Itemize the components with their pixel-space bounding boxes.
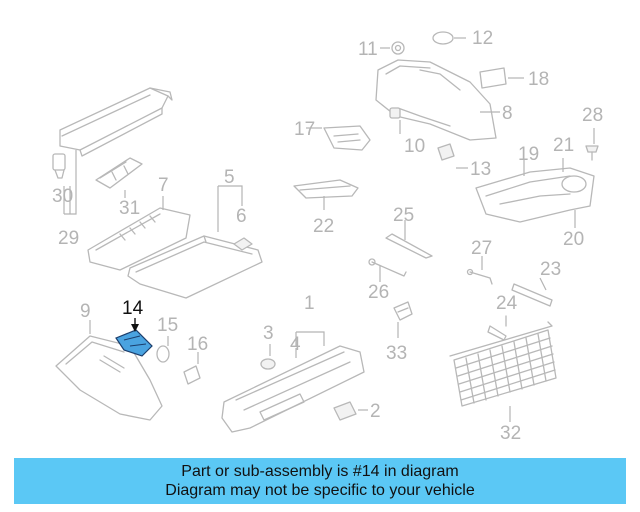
banner-background (14, 458, 626, 504)
callout-13: 13 (470, 159, 491, 180)
tray-clip (52, 153, 66, 179)
cargo-net-32 (449, 321, 557, 407)
grommet-15 (156, 345, 170, 363)
latch-33 (393, 301, 413, 321)
callout-10: 10 (404, 136, 425, 157)
callout-22: 22 (313, 216, 334, 237)
fastener-16 (183, 365, 201, 385)
jack-22 (293, 179, 359, 199)
tool-26 (368, 258, 407, 277)
screw-28 (585, 145, 599, 161)
callout-8: 8 (502, 103, 513, 124)
callout-2: 2 (370, 401, 381, 422)
callout-15: 15 (157, 315, 178, 336)
callout-32: 32 (500, 423, 521, 444)
tool-25 (385, 233, 433, 259)
trunk-lid-trim (475, 167, 595, 223)
callout-31: 31 (119, 198, 140, 219)
bumper-11 (391, 41, 405, 55)
callout-16: 16 (187, 334, 208, 355)
side-trim-panel (375, 59, 497, 141)
clip-10 (389, 107, 401, 119)
callout-27: 27 (471, 238, 492, 259)
callout-24: 24 (496, 293, 518, 314)
cover-plate-18 (479, 67, 507, 89)
callout-30: 30 (52, 186, 73, 207)
striker-2 (333, 401, 357, 421)
callout-23: 23 (540, 259, 561, 280)
callout-17: 17 (294, 119, 315, 140)
callout-9: 9 (80, 301, 91, 322)
callout-7: 7 (158, 175, 169, 196)
hook-27 (466, 268, 493, 285)
callout-18: 18 (528, 69, 549, 90)
callout-1: 1 (304, 293, 315, 314)
callout-12: 12 (472, 28, 493, 49)
banner-line-1: Part or sub-assembly is #14 in diagram (181, 463, 459, 480)
callout-28: 28 (582, 105, 603, 126)
trunk-floor-mat (127, 235, 263, 299)
bracket-31 (95, 157, 143, 189)
access-panel-17 (323, 125, 371, 151)
callout-29: 29 (58, 228, 79, 249)
left-side-panel-9 (55, 335, 163, 421)
clip-3 (260, 358, 276, 370)
callout-6: 6 (236, 206, 247, 227)
bracket-13 (437, 143, 455, 161)
callout-3: 3 (263, 323, 274, 344)
strap-24 (487, 315, 507, 341)
trunk-floor-panel (87, 207, 191, 271)
clip-6 (233, 237, 253, 251)
part-14-highlighted (115, 329, 153, 357)
callout-11: 11 (358, 39, 378, 60)
callout-5: 5 (224, 167, 235, 188)
callout-4: 4 (290, 334, 301, 355)
callout-14-arrowhead (131, 324, 139, 332)
callout-20: 20 (563, 229, 584, 250)
package-tray-shelf (59, 87, 173, 157)
cap-12 (432, 31, 454, 45)
callout-21: 21 (553, 135, 574, 156)
callout-19: 19 (518, 144, 539, 165)
callout-33: 33 (386, 343, 407, 364)
rod-23 (511, 283, 553, 307)
callout-14: 14 (122, 298, 144, 319)
callout-26: 26 (368, 282, 389, 303)
info-banner: Part or sub-assembly is #14 in diagram D… (14, 458, 626, 504)
rear-sill-plate (221, 345, 365, 433)
banner-line-2: Diagram may not be specific to your vehi… (165, 482, 475, 499)
callout-25: 25 (393, 205, 414, 226)
